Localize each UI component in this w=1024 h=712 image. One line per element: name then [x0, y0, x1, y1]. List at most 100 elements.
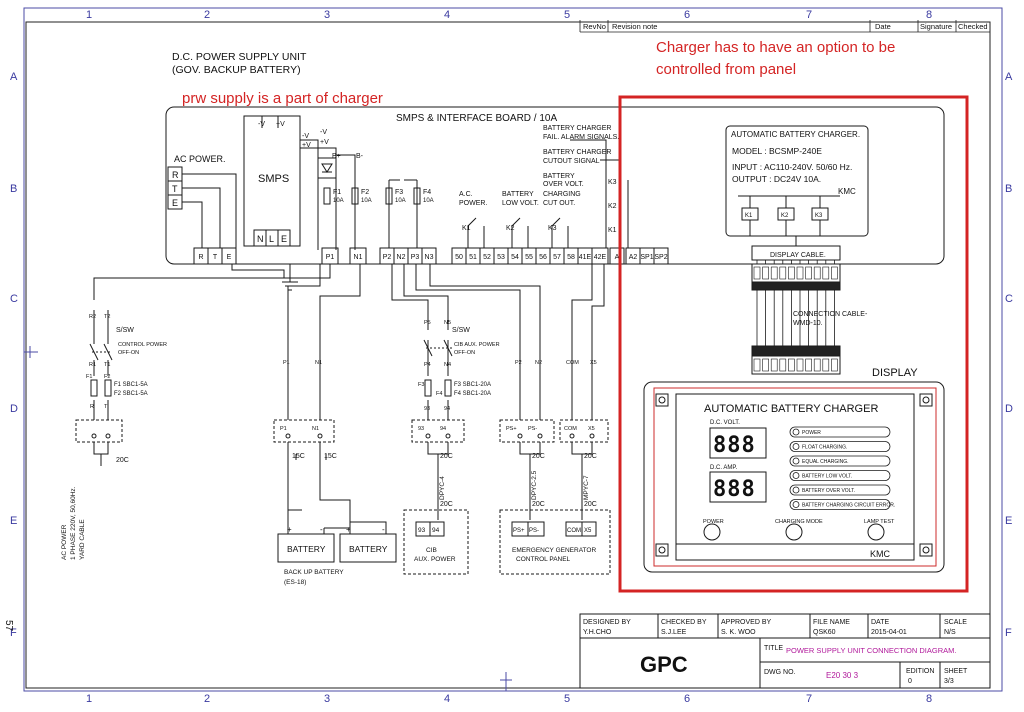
smps-term-e: E: [281, 234, 287, 244]
title-value: POWER SUPPLY UNIT CONNECTION DIAGRAM.: [786, 646, 956, 655]
grid-row-label: B: [1005, 183, 1012, 195]
file-label: FILE NAME: [813, 619, 850, 626]
connector-pin: [753, 358, 761, 372]
connector-pin: [822, 266, 830, 280]
connector-pin: [805, 358, 812, 372]
cib-fuse-desc1: F3 SBC1-20A: [454, 382, 491, 388]
designed-label: DESIGNED BY: [583, 619, 631, 626]
terminal-57: 57: [549, 247, 565, 265]
board-label: SMPS & INTERFACE BOARD / 10A: [396, 113, 557, 124]
svg-text:+: +: [346, 525, 351, 534]
cib-label-n4: N4: [444, 362, 451, 368]
fuse-f3-name: F3: [395, 189, 403, 196]
left-label-r2: R2: [89, 314, 96, 320]
indicator-label: FLOAT CHARGING.: [802, 445, 847, 451]
smps-term-l: L: [269, 234, 274, 244]
signal-low-volt-1: BATTERY: [502, 191, 534, 198]
signal-over-volt-2: OVER VOLT.: [543, 181, 584, 188]
grid-col-label: 4: [444, 9, 450, 21]
terminal-a2: A2: [625, 247, 641, 265]
fuse-f1-name: F1: [333, 189, 341, 196]
ac-term-r: R: [172, 170, 179, 180]
charger-relay-k1: K1: [745, 213, 753, 219]
terminal-label: SP1: [640, 254, 653, 261]
left-switch-fuses: [89, 339, 453, 397]
terminal-sp1: SP1: [639, 247, 655, 265]
egen-com: COM: [567, 528, 581, 534]
smps-out-vpos: +V: [320, 139, 329, 146]
grid-col-label: 1: [86, 9, 92, 21]
terminal-label: 51: [469, 254, 477, 261]
left-ac-desc2: 1 PHASE 220V, 50,60Hz.: [70, 486, 77, 560]
terminal-e: E: [221, 247, 237, 265]
wire-label-p2: P2: [515, 360, 522, 366]
terminal-label: 53: [497, 254, 505, 261]
terminal-label: E: [227, 254, 232, 261]
cib-switch-desc2: OFF-ON: [454, 350, 475, 356]
grid-row-label: F: [10, 627, 17, 639]
egen-ps-plus: PS+: [513, 528, 525, 534]
grid-col-label: 7: [806, 693, 812, 705]
terminal-55: 55: [521, 247, 537, 265]
cable-dpyc-25-20c: 20C: [532, 501, 545, 508]
dwg-value: E20 30 3: [826, 671, 859, 680]
battery-caption-1: BACK UP BATTERY: [284, 569, 344, 576]
signal-cutout-1: BATTERY CHARGER: [543, 149, 611, 156]
rev-checked-header: Checked: [958, 22, 988, 31]
grid-col-label: 3: [324, 9, 330, 21]
connection-cable-label-1: CONNECTION CABLE-: [793, 311, 868, 318]
terminal-p3: P3: [407, 247, 423, 265]
smps-vneg-top: -V: [258, 121, 265, 128]
terminal-42e: 42E: [591, 247, 609, 265]
relay-k2-board: K2: [506, 225, 515, 232]
charger-box-input: INPUT : AC110-240V. 50/60 Hz.: [732, 162, 852, 172]
connector-pin: [770, 358, 778, 372]
smps-term-n: N: [257, 234, 264, 244]
terminal-p2: P2: [379, 247, 395, 265]
left-fuse-desc1: F1 SBC1-5A: [114, 382, 148, 388]
terminal-label: A: [615, 254, 620, 261]
designed-value: Y.H.CHO: [583, 629, 612, 636]
title-label: TITLE: [764, 645, 783, 652]
sheet-value: 3/3: [944, 678, 954, 685]
terminal-label: R: [198, 254, 203, 261]
battery-1: BATTERY: [287, 544, 326, 554]
connection-cable-label-2: WMD-10.: [793, 320, 823, 327]
page-number: 57: [3, 620, 14, 632]
left-label-t2: T2: [104, 314, 110, 320]
connector-pin: [805, 266, 812, 280]
tb-p1: P1: [280, 426, 287, 432]
rev-note-header: Revision note: [612, 22, 657, 31]
grid-col-label: 5: [564, 693, 570, 705]
grid-col-label: 4: [444, 693, 450, 705]
grid-row-label: C: [1005, 293, 1013, 305]
grid-rows-right: A B C D E F: [1005, 71, 1013, 639]
grid-row-label: E: [10, 515, 17, 527]
terminal-label: P2: [383, 254, 392, 261]
board-fuses: [323, 179, 421, 248]
relay-k1-board: K1: [462, 225, 471, 232]
approved-label: APPROVED BY: [721, 619, 772, 626]
connector-pin: [822, 358, 830, 372]
smps-out-vneg: -V: [320, 129, 327, 136]
battery-2: BATTERY: [349, 544, 388, 554]
scale-value: N/S: [944, 629, 956, 636]
grid-col-label: 8: [926, 693, 932, 705]
diagram-title-line1: D.C. POWER SUPPLY UNIT: [172, 51, 307, 63]
left-label-r: R: [90, 404, 94, 410]
cib-label-p4: P4: [424, 362, 431, 368]
cable-mpyc-7: MPYC-7: [583, 475, 590, 500]
checked-label: CHECKED BY: [661, 619, 707, 626]
terminal-label: 54: [511, 254, 519, 261]
charger-relay-k3: K3: [815, 213, 823, 219]
tb-cable-15c-2: 15C: [324, 453, 337, 460]
tb-cable-ps: 20C: [532, 453, 545, 460]
terminal-52: 52: [479, 247, 495, 265]
left-label-t1: T1: [104, 362, 110, 368]
battery-caption-2: (ES-18): [284, 579, 306, 586]
smps-vneg-side: -V: [302, 133, 309, 140]
grid-rows-left: A B C D E F: [10, 71, 18, 639]
grid-columns-bottom: 1 2 3 4 5 6 7 8: [86, 693, 932, 705]
terminal-a: A: [609, 247, 625, 265]
connector-pin: [813, 266, 821, 280]
